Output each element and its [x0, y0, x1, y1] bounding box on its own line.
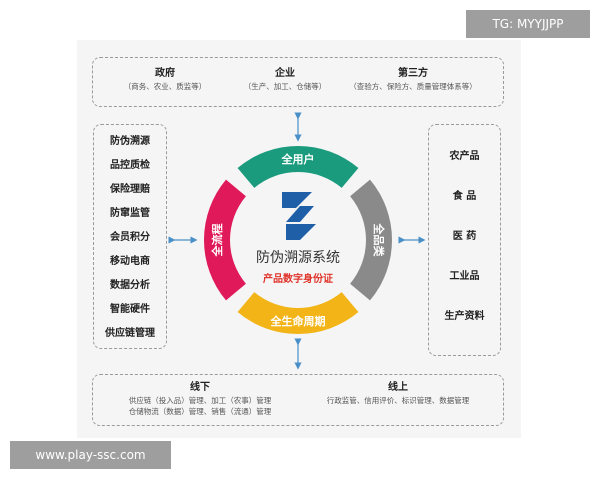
- function-item: 保险理赔: [110, 184, 150, 195]
- segment-full-process: [204, 179, 246, 301]
- industry-item: 食 品: [452, 191, 477, 202]
- channel-title: 线下: [190, 382, 210, 393]
- channel-title: 线上: [388, 382, 408, 393]
- channel-offline: 线下 供应链（投入品）管理、加工（农事）管理 仓储物流（数据）管理、销售（流通）…: [100, 381, 300, 417]
- channel-line: 仓储物流（数据）管理、销售（流通）管理: [128, 407, 272, 416]
- stakeholder-sub: （商务、农业、质监等）: [123, 82, 207, 91]
- segment-all-categories: [350, 179, 393, 301]
- function-item: 供应链管理: [105, 328, 155, 339]
- industry-item: 医 药: [452, 231, 477, 242]
- stakeholder-title: 企业: [275, 68, 295, 79]
- watermark-top: TG: MYYJJPP: [466, 10, 590, 38]
- industry-list-panel: [428, 124, 501, 356]
- segment-all-users-label: 全用户: [281, 152, 315, 166]
- stakeholder-government: 政府 （商务、农业、质监等）: [110, 67, 220, 92]
- channel-online: 线上 行政监管、信用评价、标识管理、数据管理: [298, 381, 498, 406]
- segment-all-users: [237, 146, 359, 188]
- stakeholder-third-party: 第三方 （查验方、保险方、质量管理体系等）: [338, 67, 488, 92]
- function-item: 移动电商: [110, 256, 150, 267]
- channels-panel: [92, 374, 504, 426]
- function-item: 智能硬件: [110, 304, 150, 315]
- stakeholder-sub: （生产、加工、仓储等）: [243, 82, 327, 91]
- stakeholder-title: 第三方: [398, 68, 428, 79]
- center-subtitle: 产品数字身份证: [263, 272, 333, 285]
- function-item: 防窜监管: [110, 208, 150, 219]
- channel-line: 行政监管、信用评价、标识管理、数据管理: [326, 396, 470, 405]
- function-list-panel: [93, 124, 167, 349]
- stakeholders-panel: [92, 57, 504, 107]
- segment-full-lifecycle-label: 全生命周期: [270, 314, 326, 328]
- center-title: 防伪溯源系统: [256, 250, 340, 266]
- function-item: 品控质检: [110, 160, 150, 171]
- segment-full-lifecycle: [237, 292, 359, 334]
- industry-item: 工业品: [449, 271, 480, 282]
- stakeholder-enterprise: 企业 （生产、加工、仓储等）: [230, 67, 340, 92]
- industry-item: 农产品: [449, 151, 480, 162]
- channel-line: 供应链（投入品）管理、加工（农事）管理: [128, 396, 272, 405]
- segment-all-categories-label: 全品类: [372, 223, 386, 258]
- function-item: 数据分析: [110, 280, 150, 291]
- center-logo-icon: [282, 192, 316, 240]
- stakeholder-title: 政府: [155, 68, 175, 79]
- stakeholder-sub: （查验方、保险方、质量管理体系等）: [349, 82, 477, 91]
- watermark-bottom: www.play-ssc.com: [10, 441, 171, 469]
- industry-item: 生产资料: [444, 311, 485, 322]
- function-item: 防伪溯源: [110, 136, 150, 147]
- function-item: 会员积分: [110, 232, 150, 243]
- segment-full-process-label: 全流程: [210, 224, 224, 258]
